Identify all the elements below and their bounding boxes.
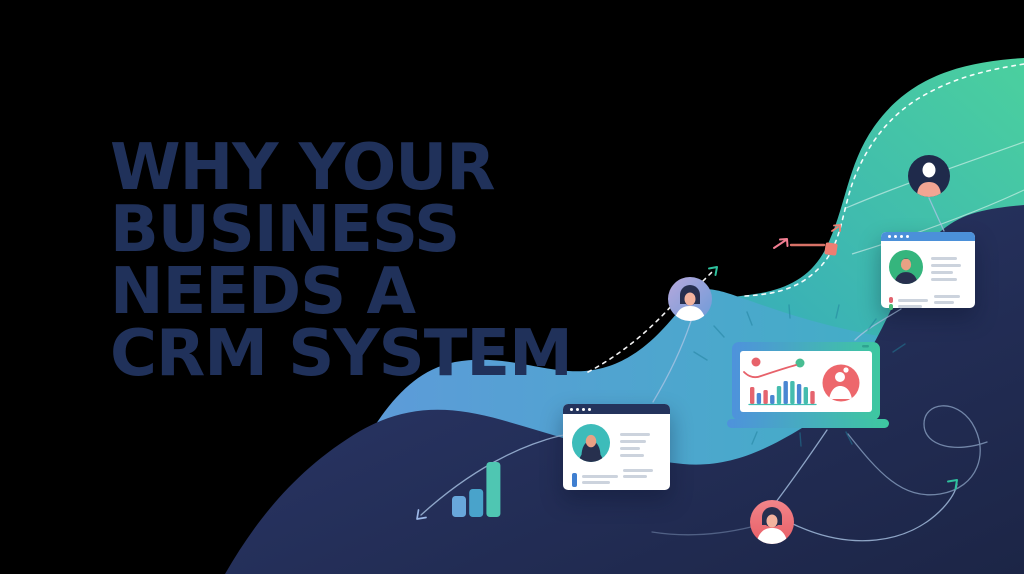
- window-dot-icon: [894, 235, 897, 238]
- laptop: [727, 342, 889, 428]
- placeholder-text-line: [620, 433, 650, 436]
- title-line-1: WHY YOUR: [110, 131, 495, 205]
- pink-arrow-icon: [773, 238, 789, 249]
- laptop-rays: [693, 304, 906, 447]
- contact-card-right: [881, 232, 975, 311]
- avatar-pink: [750, 500, 794, 544]
- man-avatar-icon: [894, 258, 918, 284]
- bar: [810, 391, 815, 404]
- bar: [486, 462, 501, 517]
- card-footer-lines-left: [898, 299, 928, 311]
- placeholder-text-line: [931, 278, 957, 281]
- avatar-purple: [668, 277, 712, 321]
- accent-red: [889, 297, 893, 303]
- placeholder-text-line: [931, 257, 957, 260]
- dash-arrowhead-icon: [708, 266, 718, 276]
- page-title: WHY YOUR BUSINESS NEEDS A CRM SYSTEM: [110, 131, 573, 391]
- placeholder-text-line: [934, 301, 954, 304]
- connector-loop: [847, 405, 988, 496]
- window-dot-icon: [888, 235, 891, 238]
- bar: [770, 395, 775, 404]
- placeholder-text-line: [582, 481, 610, 484]
- connector-pink-avatar-left: [651, 526, 752, 536]
- placeholder-text-line: [623, 475, 647, 478]
- placeholder-text-line: [623, 469, 653, 472]
- accent-green: [889, 304, 893, 310]
- card-footer-lines-right: [623, 469, 653, 481]
- window-dot-icon: [906, 235, 909, 238]
- connector-right-card-to-laptop: [854, 308, 902, 341]
- trend-line: [743, 364, 797, 379]
- down-left-arrowhead-icon: [416, 509, 427, 520]
- up-right-arrowhead-icon: [947, 479, 958, 490]
- title-line-4: CRM SYSTEM: [110, 317, 573, 391]
- placeholder-text-line: [582, 475, 618, 478]
- contact-info-lines: [620, 433, 650, 461]
- title-line-3: NEEDS A: [110, 255, 416, 329]
- contact-card-left: [563, 404, 670, 490]
- placeholder-text-line: [620, 447, 640, 450]
- window-dot-icon: [570, 407, 573, 411]
- bar: [783, 381, 788, 404]
- connector-pink-avatar-to-arrow: [792, 483, 958, 542]
- card-footer-lines-right: [934, 295, 960, 307]
- placeholder-text-line: [931, 271, 953, 274]
- connector-avatar-to-right-card: [928, 197, 945, 232]
- placeholder-text-line: [934, 295, 960, 298]
- trend-end-dot: [795, 358, 805, 368]
- window-dot-icon: [588, 407, 591, 411]
- card-accent-bar: [572, 473, 577, 487]
- title-line-2: BUSINESS: [110, 193, 460, 267]
- connector-purple-avatar-to-left-card: [652, 320, 692, 403]
- card-accent-marker: [889, 297, 893, 311]
- contact-avatar: [889, 250, 923, 284]
- card-window-bar: [881, 232, 975, 241]
- window-dot-icon: [582, 407, 585, 411]
- bar: [790, 381, 795, 404]
- placeholder-text-line: [898, 305, 922, 308]
- trend-start-dot: [751, 357, 761, 367]
- window-dot-icon: [900, 235, 903, 238]
- placeholder-text-line: [898, 299, 928, 302]
- placeholder-text-line: [931, 264, 961, 267]
- placeholder-text-line: [620, 454, 644, 457]
- bar: [750, 387, 755, 404]
- send-decoration: [773, 224, 841, 256]
- laptop-avatar: [822, 364, 860, 402]
- laptop-base: [727, 419, 889, 428]
- bar: [452, 496, 466, 517]
- navy-bottom-wave: [225, 205, 1024, 574]
- contact-avatar: [572, 424, 610, 462]
- bar: [803, 387, 808, 404]
- mini-bar-chart: [452, 462, 501, 517]
- bar: [469, 489, 484, 517]
- contact-info-lines: [931, 257, 961, 285]
- bar: [796, 384, 802, 404]
- salmon-square: [824, 242, 838, 256]
- woman-avatar-icon: [578, 434, 604, 462]
- laptop-camera-dot: [862, 345, 869, 348]
- connector-laptop-to-pink-avatar: [775, 429, 828, 503]
- bar: [776, 386, 782, 404]
- laptop-bar-chart: [750, 381, 815, 404]
- card-window-bar: [563, 404, 670, 414]
- avatar-top-right: [908, 155, 950, 197]
- bar: [756, 393, 762, 404]
- window-dot-icon: [576, 407, 579, 411]
- bar: [763, 390, 768, 404]
- small-salmon-arrow-icon: [831, 224, 841, 232]
- card-footer-lines-left: [582, 475, 618, 487]
- placeholder-text-line: [620, 440, 646, 443]
